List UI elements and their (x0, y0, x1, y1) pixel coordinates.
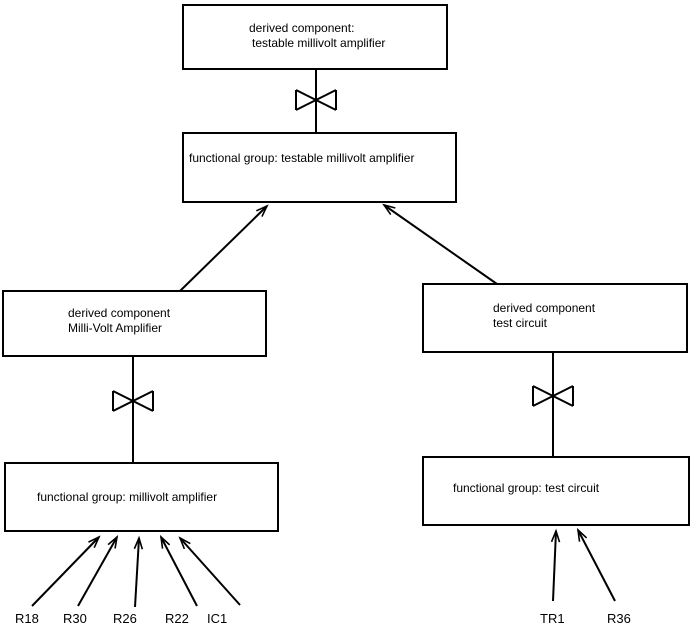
arrow-r36 (576, 527, 616, 602)
node-label-line1: derived component (68, 306, 171, 320)
leaf-label-r36: R36 (607, 611, 631, 626)
arrow-r22 (159, 534, 198, 607)
arrow-millivolt-to-fg-testable (179, 204, 269, 292)
node-derived-testable-millivolt-amplifier: derived component: testable millivolt am… (182, 4, 448, 70)
node-derived-test-circuit: derived component test circuit (422, 283, 688, 353)
arrow-tr1 (550, 528, 561, 602)
leaf-label-r22: R22 (165, 611, 189, 626)
node-label-line1: functional group: millivolt amplifier (37, 490, 218, 504)
bowtie-icon (295, 89, 337, 111)
node-label-line2: Milli-Volt Amplifier (68, 321, 163, 335)
arrow-test-to-fg-testable (382, 203, 498, 285)
node-label-line2: testable millivolt amplifier (252, 36, 386, 50)
arrow-r18 (31, 535, 101, 607)
arrow-ic1 (178, 536, 241, 606)
node-label-line1: derived component: (249, 21, 355, 35)
node-label-line1: functional group: testable millivolt amp… (189, 151, 415, 165)
leaf-label-ic1: IC1 (207, 611, 228, 626)
leaf-label-r26: R26 (113, 611, 137, 626)
node-fg-test-circuit: functional group: test circuit (422, 456, 690, 526)
node-fg-testable-millivolt-amplifier: functional group: testable millivolt amp… (182, 132, 457, 203)
bowtie-icon (112, 390, 154, 412)
node-fg-millivolt-amplifier: functional group: millivolt amplifier (4, 462, 279, 532)
bowtie-icon (532, 385, 574, 407)
node-label-line1: functional group: test circuit (453, 481, 600, 495)
leaf-label-r30: R30 (63, 611, 87, 626)
leaf-label-r18: R18 (15, 611, 39, 626)
node-label-line2: test circuit (493, 316, 548, 330)
node-derived-millivolt-amplifier: derived component Milli-Volt Amplifier (2, 290, 267, 357)
leaf-label-tr1: TR1 (540, 611, 565, 626)
arrow-r26 (133, 535, 144, 608)
node-label-line1: derived component (493, 301, 596, 315)
arrow-r30 (77, 534, 119, 607)
